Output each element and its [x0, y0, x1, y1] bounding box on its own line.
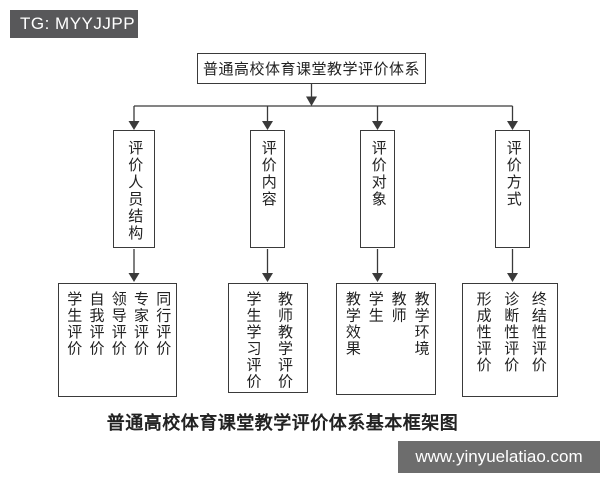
leaf-item: 领导评价	[109, 291, 126, 357]
leaf-item: 形成性评价	[474, 291, 491, 374]
leaf-item: 专家评价	[132, 291, 148, 357]
leaf-item: 学生评价	[65, 291, 82, 357]
promo-tag-label: TG: MYYJJPP	[20, 14, 136, 33]
leaf-item: 教学环境	[412, 291, 429, 357]
branch-node-method: 评价方式	[495, 130, 530, 248]
leaf-node-content: 学生学习评价 教师教学评价	[228, 283, 308, 393]
branch-node-object: 评价对象	[360, 130, 395, 248]
branch-label: 评价对象	[369, 140, 386, 208]
leaf-node-personnel: 学生评价 自我评价 领导评价 专家评价 同行评价	[58, 283, 177, 397]
leaf-item: 学生学习评价	[244, 291, 261, 390]
leaf-item: 终结性评价	[529, 291, 546, 374]
leaf-item: 教学效果	[343, 291, 360, 357]
leaf-item: 教师教学评价	[276, 291, 292, 390]
leaf-item: 诊断性评价	[502, 291, 519, 374]
branch-node-personnel: 评价人员结构	[113, 130, 155, 248]
leaf-node-object: 教学效果 学生 教师 教学环境	[336, 283, 436, 395]
root-node-label: 普通高校体育课堂教学评价体系	[202, 62, 420, 78]
branch-label: 评价方式	[504, 140, 521, 208]
leaf-item: 学生	[366, 291, 383, 324]
leaf-item: 自我评价	[87, 291, 104, 357]
leaf-item: 教师	[389, 291, 406, 324]
watermark-bar: www.yinyuelatiao.com	[398, 441, 600, 473]
branch-label: 评价内容	[259, 140, 276, 208]
root-node: 普通高校体育课堂教学评价体系	[197, 53, 426, 84]
leaf-node-method: 形成性评价 诊断性评价 终结性评价	[462, 283, 558, 397]
watermark-url: www.yinyuelatiao.com	[415, 447, 583, 466]
promo-tag: TG: MYYJJPP	[10, 10, 138, 38]
branch-node-content: 评价内容	[250, 130, 285, 248]
leaf-item: 同行评价	[154, 291, 171, 357]
branch-label: 评价人员结构	[126, 140, 143, 242]
diagram-caption: 普通高校体育课堂教学评价体系基本框架图	[106, 413, 459, 433]
